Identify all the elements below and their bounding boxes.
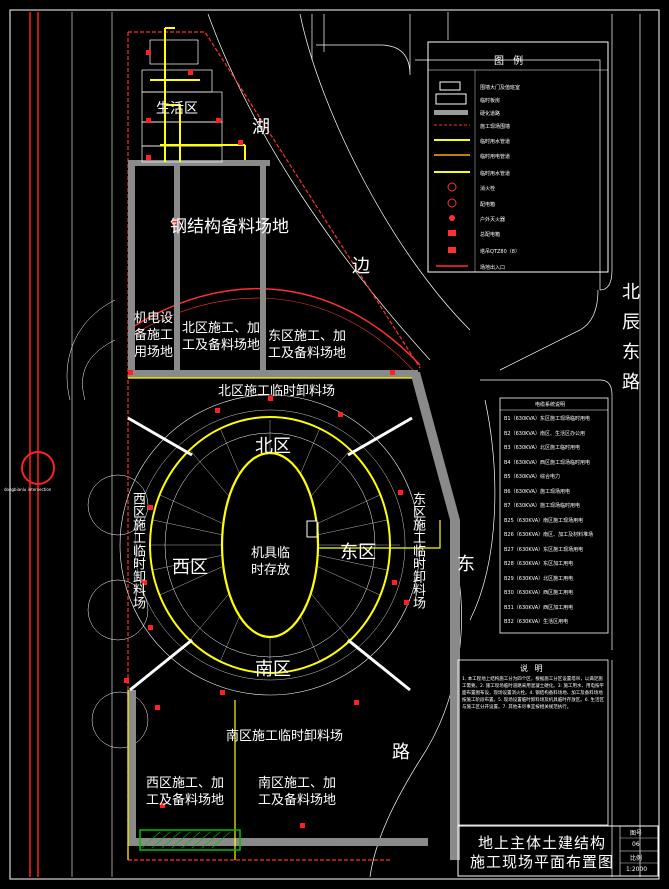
green-area — [139, 829, 241, 851]
legend-item: 临时用水管道 — [480, 171, 511, 177]
legend-item: 施工现场围墙 — [480, 124, 511, 130]
mep-area-label: 机电设 备施工 用场地 — [134, 311, 174, 360]
power-note: B25（630KVA）南区施工现场用电 — [504, 517, 584, 524]
power-note: B5（630KVA）综合电力 — [504, 474, 560, 480]
power-note: B7（630KVA）施工现场临时用电 — [504, 503, 580, 509]
legend-item: 消火栓 — [480, 186, 496, 192]
legend-item: 配电箱 — [480, 202, 496, 208]
north-processing-label: 北区施工、加 工及备料场地 — [182, 321, 261, 353]
power-note: B27（630KVA）东区施工现场用电 — [504, 546, 584, 553]
legend-item: 临时用水管道 — [480, 139, 511, 145]
legend-item: 临时用电管道 — [480, 154, 511, 160]
title-line-2: 施工现场平面布置图 — [470, 853, 615, 871]
power-note: B2（630KVA）南区、生活区办公用 — [504, 430, 585, 437]
legend-title: 图 例 — [494, 56, 527, 67]
utility-lines — [150, 27, 246, 162]
notes-body: 1. 本工程地上结构施工分为四个区，根据施工分区设置塔吊，以满足施工需要。2. … — [462, 677, 604, 710]
power-box-title: 电缆系统说明 — [535, 402, 566, 408]
left-road — [21, 12, 113, 877]
north-unload-label: 北区施工临时卸料场 — [218, 384, 336, 399]
power-box — [499, 397, 609, 634]
notes-title: 说 明 — [520, 664, 545, 673]
intersection-label: dongbianlu intersection — [4, 487, 52, 492]
drawing-frame — [9, 9, 660, 880]
power-note: B1（630KVA）东区施工现场临时用电 — [504, 416, 590, 422]
road-label-lu: 路 — [392, 742, 410, 763]
power-note: B31（630KVA）西区加工用电 — [504, 604, 574, 611]
legend-item: 场地出入口 — [480, 265, 506, 271]
road-label-dong: 东 — [457, 554, 475, 575]
red-circle-marker — [21, 451, 55, 485]
power-note: B26（630KVA）南区、加工及材料堆场 — [504, 532, 594, 538]
power-note: B4（630KVA）西区施工现场临时用电 — [504, 459, 590, 466]
equipment-storage-label: 机具临 时存放 — [251, 546, 291, 578]
notes-box — [457, 659, 609, 826]
road-label-beichen: 北辰东路 — [619, 282, 640, 402]
legend-item: 总配电箱 — [480, 232, 501, 238]
road-outlines — [207, 12, 641, 878]
east-zone-label: 东区 — [340, 542, 376, 563]
living-area-label: 生活区 — [156, 101, 198, 117]
legend-item: 塔吊QTZ80（8） — [480, 249, 520, 255]
title-value-1: 06 — [632, 841, 640, 848]
title-value-2: 1:2000 — [626, 866, 648, 873]
legend-symbols — [434, 81, 470, 267]
power-note: B30（630KVA）西区施工用电 — [504, 590, 574, 596]
east-processing-label: 东区施工、加 工及备料场地 — [268, 329, 347, 361]
center-building — [306, 520, 318, 538]
west-zone-label: 西区 — [172, 557, 208, 578]
east-unload-label: 东区施工临时卸料场 — [410, 492, 425, 609]
power-note: B29（630KVA）北区施工用电 — [504, 575, 574, 582]
steel-yard-label: 钢结构备料场地 — [170, 217, 289, 237]
hardened-roads — [128, 160, 460, 860]
power-note: B6（630KVA）施工现场用电 — [504, 488, 570, 495]
legend-item: 户外灭火器 — [480, 217, 506, 223]
west-unload-label: 西区施工临时卸料场 — [130, 492, 145, 609]
south-processing-label: 南区施工、加 工及备料场地 — [258, 776, 337, 808]
fence-arc — [127, 287, 421, 366]
power-note: B32（630KVA）生活区用电 — [504, 619, 569, 625]
equipment-markers — [124, 50, 409, 828]
north-zone-label: 北区 — [255, 436, 291, 457]
title-line-1: 地上主体土建结构 — [478, 834, 607, 852]
road-label-bian: 边 — [352, 256, 370, 277]
legend-item: 硬化道路 — [480, 111, 501, 117]
power-note: B3（630KVA）北区施工临时用电 — [504, 445, 580, 451]
legend-item: 临时板房 — [480, 98, 501, 104]
legend-box — [427, 41, 609, 273]
title-field-2: 比例 — [630, 855, 643, 862]
west-processing-label: 西区施工、加 工及备料场地 — [146, 776, 225, 808]
power-note: B28（630KVA）东区加工用电 — [504, 561, 574, 567]
road-label-hu: 湖 — [252, 117, 270, 138]
title-field-1: 图号 — [630, 830, 643, 837]
south-unload-label: 南区施工临时卸料场 — [226, 729, 344, 744]
legend-item: 围墙大门及值班室 — [480, 85, 521, 91]
stadium — [119, 377, 441, 860]
south-zone-label: 南区 — [255, 659, 291, 680]
